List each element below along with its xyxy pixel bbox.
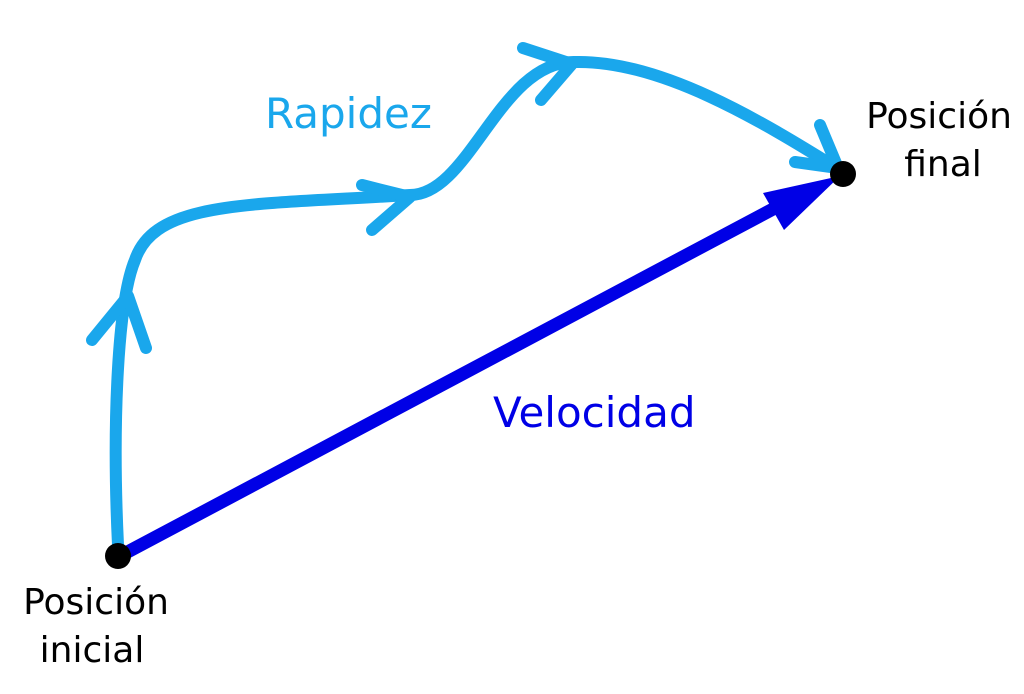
velocity-arrowhead (763, 176, 840, 230)
velocity-label: Velocidad (493, 388, 696, 437)
start-label-line1: Posición (23, 582, 169, 623)
start-point (105, 543, 131, 569)
velocity-arrow-shaft (113, 193, 797, 563)
speed-arrowhead (517, 42, 578, 106)
end-label-line2: final (904, 144, 982, 185)
speed-arrowhead (356, 179, 416, 236)
speed-arrowheads (86, 42, 844, 354)
speed-arrowhead (86, 290, 152, 354)
end-label-line1: Posición (866, 96, 1012, 137)
speed-curved-path (109, 55, 846, 551)
start-label-line2: inicial (40, 630, 145, 671)
end-point (830, 161, 856, 187)
speed-label: Rapidez (265, 89, 432, 138)
